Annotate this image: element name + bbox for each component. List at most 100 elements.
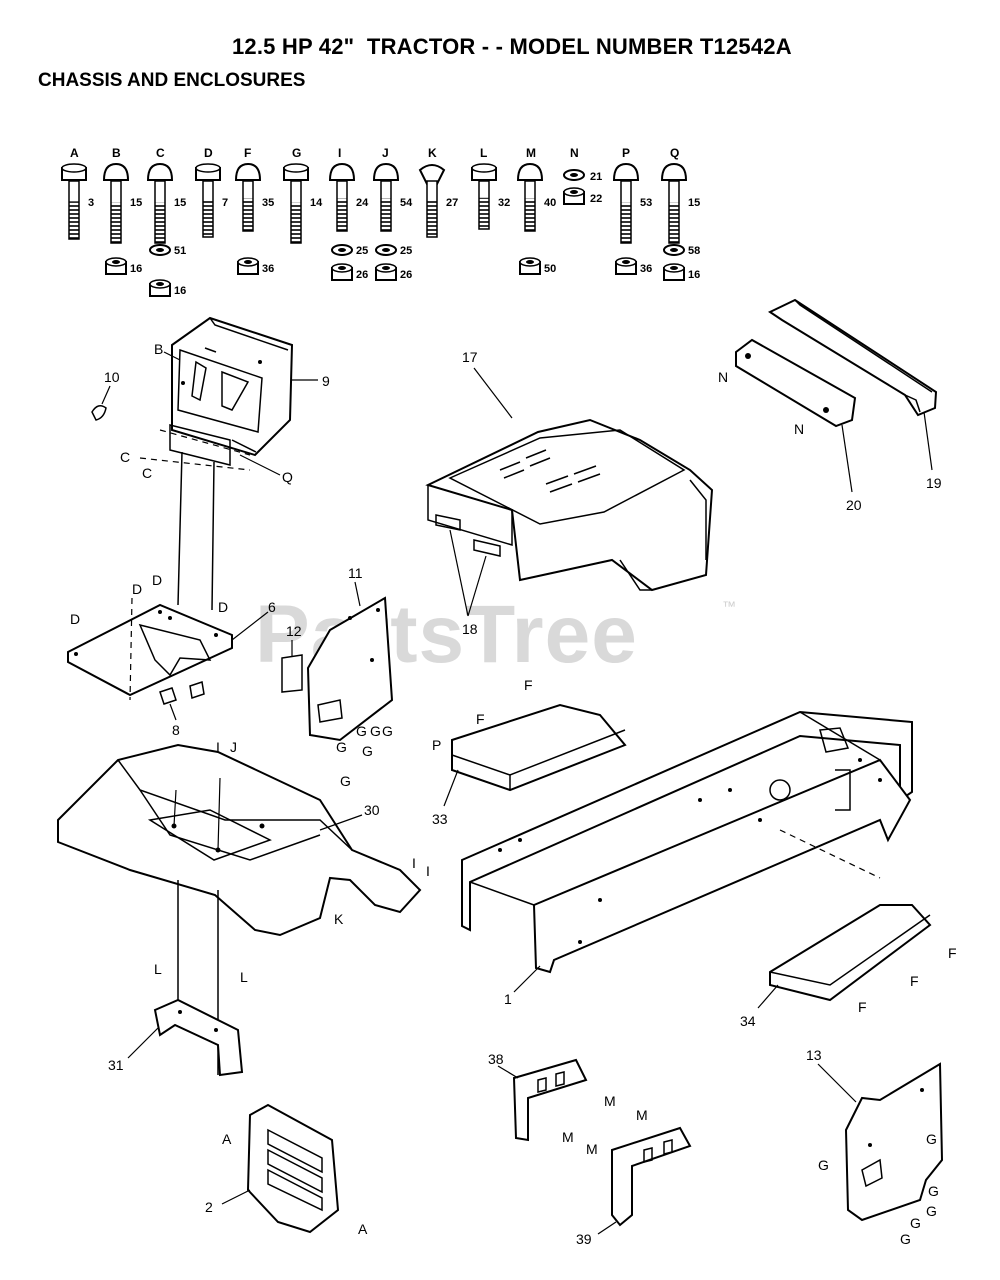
- ref-G-13e: G: [910, 1215, 921, 1231]
- part-17-hood[interactable]: [425, 418, 714, 592]
- ref-A-b: A: [358, 1221, 368, 1237]
- hardware-part-number: 54: [400, 197, 413, 209]
- ref-Q: Q: [239, 454, 293, 485]
- svg-text:19: 19: [926, 475, 942, 491]
- svg-text:2: 2: [205, 1199, 213, 1215]
- part-19-bumper[interactable]: [767, 298, 938, 417]
- ref-B: B: [154, 341, 181, 361]
- hardware-part-number: 7: [222, 197, 228, 209]
- ref-F-d: F: [910, 973, 919, 989]
- part-2-grille[interactable]: [246, 1103, 340, 1234]
- svg-text:F: F: [858, 999, 867, 1015]
- svg-text:I: I: [426, 863, 430, 879]
- part-20-bracket[interactable]: [735, 338, 857, 428]
- hardware-d[interactable]: D7: [195, 146, 228, 238]
- hardware-row: A3B1516C155116D7F3536G14I242526J542526K2…: [61, 146, 700, 297]
- hardware-l[interactable]: L32: [471, 146, 510, 230]
- part-1-main-frame[interactable]: [461, 710, 913, 974]
- callout-30: 30: [319, 802, 380, 831]
- ref-G-11a: G: [356, 723, 367, 739]
- part-13-side-shield[interactable]: [844, 1062, 944, 1222]
- callout-8: 8: [169, 703, 180, 738]
- part-34-footrest-right[interactable]: [769, 904, 932, 1002]
- callout-20: 20: [841, 424, 862, 513]
- part-6-floor-plate[interactable]: [67, 597, 233, 701]
- hardware-part-number: 22: [590, 193, 602, 205]
- ref-L-a: L: [154, 961, 162, 977]
- ref-M-c: M: [636, 1107, 648, 1123]
- svg-text:G: G: [336, 739, 347, 755]
- svg-text:B: B: [154, 341, 163, 357]
- hardware-m[interactable]: M 40 50: [516, 146, 556, 275]
- hardware-part-number: 24: [356, 197, 369, 209]
- hardware-letter: Q: [670, 146, 679, 160]
- hardware-letter: M: [526, 146, 536, 160]
- hardware-a[interactable]: A3: [61, 146, 94, 240]
- svg-text:A: A: [358, 1221, 368, 1237]
- part-8-brackets[interactable]: [159, 681, 205, 705]
- hardware-part-number: 26: [356, 269, 368, 281]
- svg-text:G: G: [818, 1157, 829, 1173]
- part-38-bracket[interactable]: [512, 1058, 588, 1142]
- svg-text:G: G: [926, 1131, 937, 1147]
- svg-text:F: F: [476, 711, 485, 727]
- svg-text:30: 30: [364, 802, 380, 818]
- hardware-part-number: 36: [640, 263, 652, 275]
- svg-text:C: C: [120, 449, 130, 465]
- callout-19: 19: [923, 411, 942, 491]
- ref-N-a: N: [718, 369, 728, 385]
- hardware-letter: N: [570, 146, 579, 160]
- svg-text:1: 1: [504, 991, 512, 1007]
- hardware-n[interactable]: N 21 22: [563, 146, 602, 205]
- svg-text:C: C: [142, 465, 152, 481]
- part-11-side-panel[interactable]: [306, 596, 394, 742]
- hardware-part-number: 35: [262, 197, 274, 209]
- ref-D1: D: [70, 611, 80, 627]
- hardware-part-number: 50: [544, 263, 556, 275]
- svg-text:D: D: [70, 611, 80, 627]
- ref-I-b: I: [412, 855, 416, 871]
- svg-text:12: 12: [286, 623, 302, 639]
- callout-39: 39: [576, 1221, 617, 1247]
- part-39-bracket[interactable]: [611, 1126, 692, 1227]
- svg-text:L: L: [154, 961, 162, 977]
- hardware-part-number: 58: [688, 245, 700, 257]
- hardware-g[interactable]: G14: [283, 146, 323, 244]
- part-12-pad[interactable]: [281, 654, 303, 693]
- callout-6: 6: [231, 599, 276, 641]
- hardware-part-number: 15: [130, 197, 142, 209]
- part-9-dash-console[interactable]: [139, 316, 294, 611]
- hardware-k[interactable]: K27: [418, 146, 458, 238]
- part-10-clip[interactable]: [91, 405, 107, 421]
- svg-text:N: N: [718, 369, 728, 385]
- part-33-footrest-left[interactable]: [451, 703, 627, 792]
- svg-text:N: N: [794, 421, 804, 437]
- hardware-letter: B: [112, 146, 121, 160]
- part-31-rear-support[interactable]: [153, 880, 244, 1077]
- svg-text:9: 9: [322, 373, 330, 389]
- hardware-part-number: 40: [544, 197, 556, 209]
- hardware-part-number: 25: [400, 245, 412, 257]
- svg-text:G: G: [910, 1215, 921, 1231]
- callout-31: 31: [108, 1027, 159, 1073]
- ref-G-13d: G: [926, 1203, 937, 1219]
- callout-10: 10: [101, 369, 120, 405]
- svg-text:G: G: [926, 1203, 937, 1219]
- svg-text:F: F: [524, 677, 533, 693]
- part-30-fender[interactable]: [57, 743, 422, 937]
- svg-text:G: G: [928, 1183, 939, 1199]
- ref-G-11b: G: [370, 723, 381, 739]
- ref-D4: D: [218, 599, 228, 615]
- ref-F-a: F: [524, 677, 533, 693]
- svg-text:D: D: [132, 581, 142, 597]
- hardware-part-number: 21: [590, 171, 602, 183]
- ref-G-13b: G: [818, 1157, 829, 1173]
- ref-I-c: I: [426, 863, 430, 879]
